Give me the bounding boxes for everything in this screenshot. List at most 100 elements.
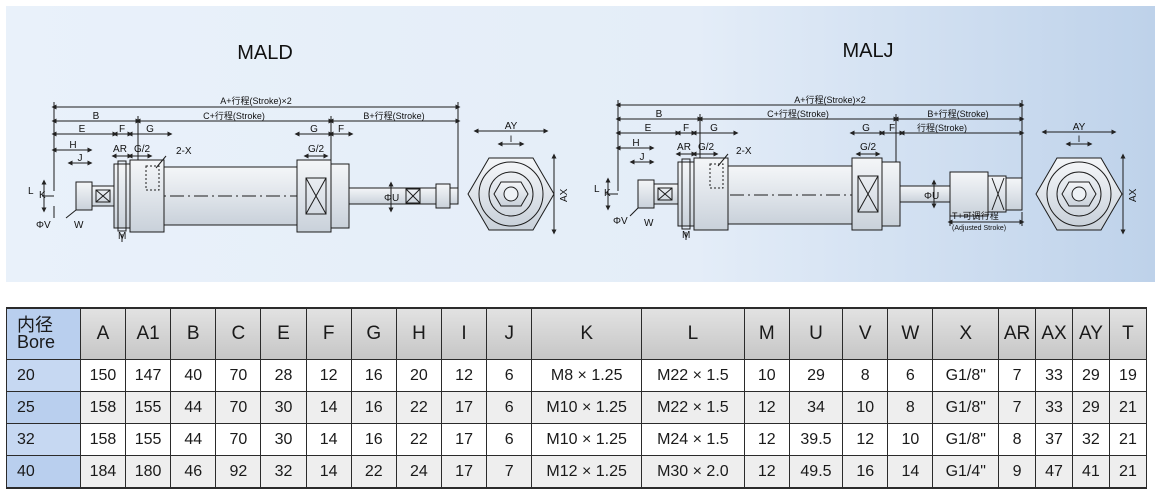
malj-label-m: M bbox=[682, 230, 690, 241]
table-cell: 22 bbox=[350, 455, 397, 489]
header-col: T bbox=[1108, 307, 1148, 360]
malj-label-c-stroke: C+行程(Stroke) bbox=[767, 108, 829, 119]
header-col: E bbox=[260, 307, 307, 360]
label-ay: AY bbox=[505, 121, 518, 132]
malj-label-g2: G/2 bbox=[698, 142, 715, 153]
table-cell: 16 bbox=[842, 455, 889, 489]
table-cell: 41 bbox=[1071, 455, 1110, 489]
table-row: 32 158 155 44 70 30 14 16 22 17 6 M10 × … bbox=[6, 423, 1148, 456]
header-col: AR bbox=[998, 307, 1037, 360]
malj-label-j: J bbox=[640, 152, 645, 163]
header-col: F bbox=[305, 307, 352, 360]
table-cell: M10 × 1.25 bbox=[531, 423, 643, 456]
mald-title: MALD bbox=[237, 42, 293, 64]
table-cell: 30 bbox=[260, 423, 307, 456]
table-cell: 14 bbox=[305, 423, 352, 456]
table-row: 25 158 155 44 70 30 14 16 22 17 6 M10 × … bbox=[6, 391, 1148, 424]
table-cell: 70 bbox=[215, 423, 262, 456]
malj-label-2x: 2-X bbox=[736, 146, 752, 157]
table-cell: 7 bbox=[998, 359, 1037, 392]
table-cell: 184 bbox=[79, 455, 127, 489]
header-bore-cn: 内径 bbox=[17, 315, 53, 335]
malj-label-g-rear: G bbox=[862, 123, 870, 134]
table-cell: 33 bbox=[1035, 359, 1073, 392]
table-cell: G1/8" bbox=[932, 391, 1000, 424]
label-phi-v: ΦV bbox=[36, 220, 51, 231]
header-col: K bbox=[531, 307, 643, 360]
mald-side-view bbox=[41, 102, 461, 242]
malj-label-adjusted-en: (Adjusted Stroke) bbox=[952, 225, 1006, 232]
table-cell: 12 bbox=[305, 359, 352, 392]
table-cell: 46 bbox=[170, 455, 217, 489]
label-b-stroke: B+行程(Stroke) bbox=[363, 110, 424, 121]
malj-label-ax: AX bbox=[1128, 188, 1139, 202]
label-k: K bbox=[39, 190, 46, 201]
table-cell: 14 bbox=[305, 455, 352, 489]
mald-end-view bbox=[467, 128, 557, 235]
malj-side-view bbox=[605, 100, 1025, 240]
mald-side-labels: A+行程(Stroke)×2 B C+行程(Stroke) B+行程(Strok… bbox=[28, 95, 425, 242]
header-col: C bbox=[215, 307, 262, 360]
malj-end-view bbox=[1035, 129, 1126, 235]
malj-label-b: B bbox=[656, 109, 663, 120]
table-cell: 147 bbox=[125, 359, 172, 392]
table-cell: 12 bbox=[743, 391, 790, 424]
label-g: G bbox=[146, 124, 154, 135]
label-b: B bbox=[93, 111, 100, 122]
table-cell: G1/8" bbox=[932, 423, 1000, 456]
table-cell: M22 × 1.5 bbox=[641, 359, 745, 392]
malj-label-g: G bbox=[710, 123, 718, 134]
table-cell: 8 bbox=[842, 359, 889, 392]
malj-label-e: E bbox=[645, 123, 652, 134]
table-row: 20 150 147 40 70 28 12 16 20 12 6 M8 × 1… bbox=[6, 359, 1148, 392]
malj-label-w: W bbox=[644, 218, 654, 229]
malj-label-stroke: 行程(Stroke) bbox=[917, 122, 967, 133]
table-cell: 16 bbox=[350, 359, 397, 392]
table-cell: 155 bbox=[125, 391, 172, 424]
table-cell: M22 × 1.5 bbox=[641, 391, 745, 424]
header-col: B bbox=[170, 307, 217, 360]
table-cell: 17 bbox=[440, 423, 488, 456]
header-col: AX bbox=[1035, 307, 1073, 360]
table-cell: 49.5 bbox=[788, 455, 844, 489]
header-col: V bbox=[842, 307, 889, 360]
malj-label-phi-u: ΦU bbox=[924, 191, 939, 202]
header-col: A bbox=[79, 307, 127, 360]
table-cell: 12 bbox=[842, 423, 889, 456]
header-col: L bbox=[641, 307, 745, 360]
label-m: M bbox=[118, 231, 126, 242]
table-cell: 14 bbox=[305, 391, 352, 424]
label-h: H bbox=[69, 140, 76, 151]
table-cell: 34 bbox=[788, 391, 844, 424]
header-bore-en: Bore bbox=[17, 332, 56, 352]
table-cell: 6 bbox=[486, 423, 533, 456]
malj-label-f-rear: F bbox=[889, 123, 895, 134]
table-cell: 33 bbox=[1035, 391, 1073, 424]
drawing-panel bbox=[6, 6, 1155, 282]
table-cell: 6 bbox=[486, 359, 533, 392]
table-cell: 8 bbox=[998, 423, 1037, 456]
table-cell: M10 × 1.25 bbox=[531, 391, 643, 424]
table-cell: 10 bbox=[842, 391, 889, 424]
table-cell: 17 bbox=[440, 455, 488, 489]
header-col: W bbox=[887, 307, 934, 360]
header-col: G bbox=[350, 307, 397, 360]
bore-cell: 20 bbox=[6, 359, 81, 392]
table-cell: 47 bbox=[1035, 455, 1073, 489]
table-cell: 70 bbox=[215, 359, 262, 392]
table-cell: 6 bbox=[486, 391, 533, 424]
malj-label-ay: AY bbox=[1073, 122, 1086, 133]
label-ax: AX bbox=[559, 188, 570, 202]
table-header-row: 内径 Bore A A1 B C E F G H I J K L M U V W… bbox=[6, 307, 1148, 360]
table-cell: 29 bbox=[1071, 391, 1110, 424]
table-cell: 29 bbox=[1071, 359, 1110, 392]
table-cell: 40 bbox=[170, 359, 217, 392]
malj-label-f: F bbox=[683, 123, 689, 134]
bore-cell: 32 bbox=[6, 423, 81, 456]
label-2x: 2-X bbox=[176, 146, 192, 157]
table-cell: 9 bbox=[998, 455, 1037, 489]
malj-label-l: L bbox=[594, 184, 600, 195]
table-cell: 14 bbox=[887, 455, 934, 489]
table-cell: 7 bbox=[998, 391, 1037, 424]
label-l: L bbox=[28, 186, 34, 197]
